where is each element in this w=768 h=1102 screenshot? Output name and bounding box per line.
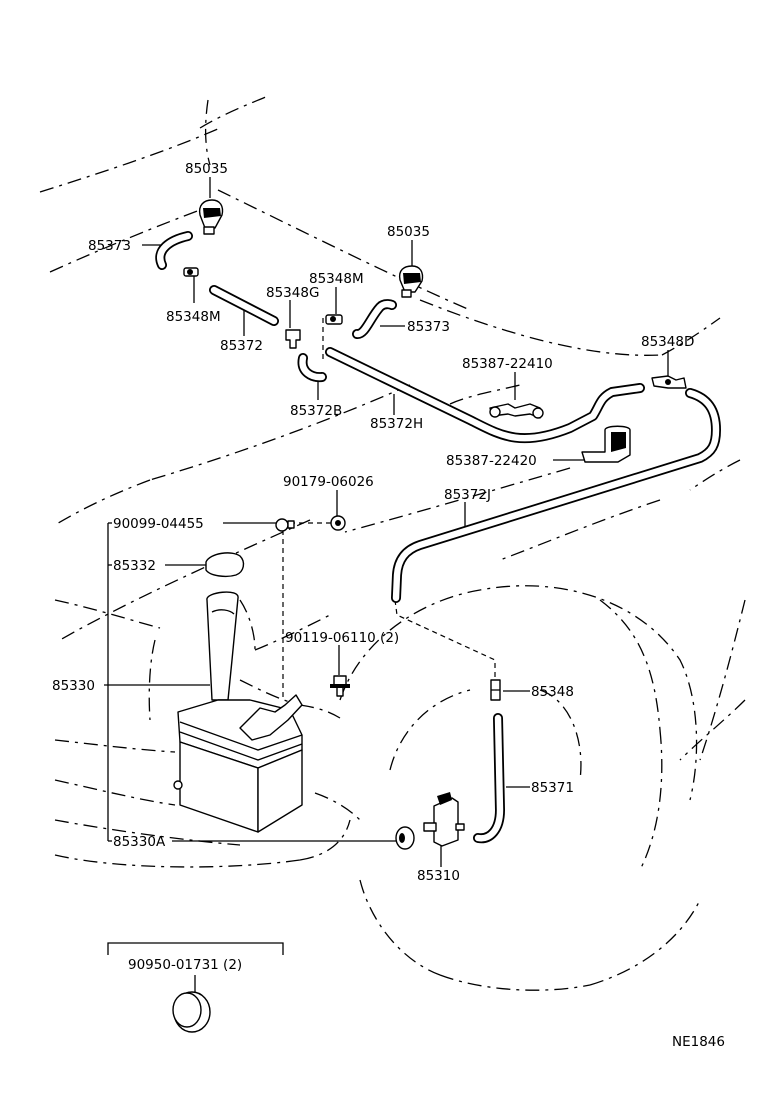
plug-90950-01731 (172, 991, 211, 1033)
label-85330: 85330 (52, 678, 95, 694)
check-valve-85348m-left (183, 267, 199, 277)
joint-85348 (490, 679, 501, 701)
label-85373-right: 85373 (407, 319, 450, 335)
reservoir-cap-85332 (205, 552, 245, 578)
label-85035-right: 85035 (387, 224, 430, 240)
joint-85387-22410 (489, 403, 544, 419)
joint-85387-22420 (581, 425, 631, 463)
label-85372j: 85372J (444, 487, 491, 503)
label-90099-04455: 90099-04455 (113, 516, 204, 532)
leader-lines (104, 177, 669, 995)
label-85373-left: 85373 (88, 238, 131, 254)
joint-85348d (651, 375, 687, 389)
bolt-90119-06110 (330, 675, 350, 697)
label-90119-06110: 90119-06110 (2) (285, 630, 399, 646)
label-85372b: 85372B (290, 403, 342, 419)
label-85310: 85310 (417, 868, 460, 884)
label-90179-06026: 90179-06026 (283, 474, 374, 490)
label-85387-22410: 85387-22410 (462, 356, 553, 372)
label-85348g: 85348G (266, 285, 319, 301)
label-85371: 85371 (531, 780, 574, 796)
label-85372: 85372 (220, 338, 263, 354)
washer-nozzle-right (398, 265, 424, 298)
label-85348m-left: 85348M (166, 309, 221, 325)
label-85387-22420: 85387-22420 (446, 453, 537, 469)
diagram-code: NE1846 (672, 1034, 725, 1050)
label-85332: 85332 (113, 558, 156, 574)
washer-reservoir-tank (173, 591, 303, 833)
clip-90099-04455 (275, 518, 295, 532)
check-valve-85348m-right (325, 314, 343, 325)
label-85348m-right: 85348M (309, 271, 364, 287)
label-90950-01731: 90950-01731 (2) (128, 957, 242, 973)
label-85330a: 85330A (113, 834, 166, 850)
washer-pump-85310 (423, 792, 465, 847)
label-85348: 85348 (531, 684, 574, 700)
grommet-85330a (395, 826, 415, 850)
hoses (155, 231, 721, 844)
nut-90179-06026 (330, 515, 346, 531)
label-85035-left: 85035 (185, 161, 228, 177)
label-85372h: 85372H (370, 416, 423, 432)
connection-guide-lines (282, 318, 496, 700)
washer-nozzle-left (198, 199, 224, 235)
label-85348d: 85348D (641, 334, 694, 350)
tee-connector-85348g (285, 329, 301, 349)
part-labels: 85035 85373 85348M 85372 85348G 85348M 8… (52, 161, 725, 1050)
